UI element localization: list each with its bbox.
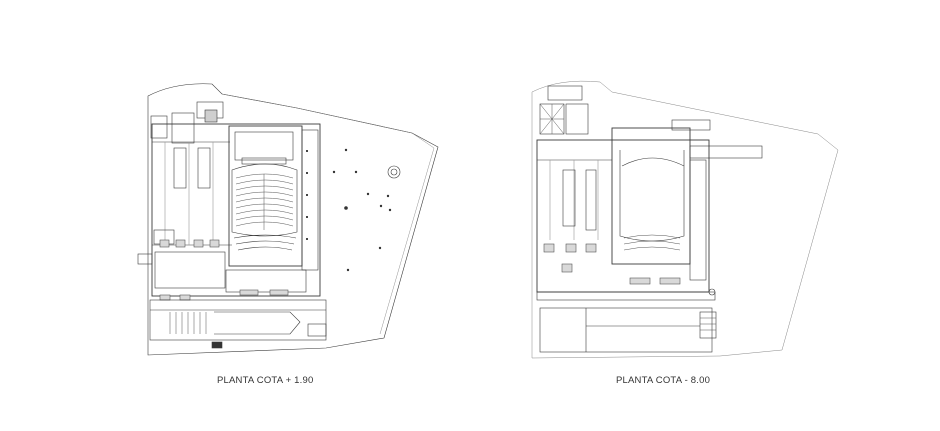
- basement: [539, 307, 713, 353]
- room: [173, 147, 187, 189]
- room: [585, 169, 597, 231]
- stair-treads: [700, 317, 716, 331]
- auditorium-shell: [619, 150, 685, 242]
- plaza-features: [332, 148, 392, 272]
- stair-spiral: [539, 103, 565, 135]
- plan-cota-plus-1-90: [137, 83, 439, 356]
- east-arm: [689, 145, 763, 159]
- top-room: [565, 103, 589, 135]
- bottom-band: [149, 299, 327, 341]
- stage-curve: [621, 157, 685, 167]
- top-stair: [204, 109, 218, 123]
- fountain-inner: [390, 168, 398, 176]
- top-right-block: [671, 119, 711, 131]
- seating-rows: [235, 173, 294, 230]
- lobby: [154, 251, 226, 289]
- top-side-room-2: [171, 112, 195, 144]
- site-boundary: [531, 80, 839, 359]
- top-side-room: [150, 115, 168, 139]
- stage: [234, 131, 294, 161]
- room: [562, 169, 576, 227]
- top-block: [547, 85, 583, 101]
- main-block: [151, 123, 321, 297]
- ramp: [214, 311, 301, 335]
- plan-cota-minus-8-00: [531, 80, 839, 359]
- stair-treads: [169, 312, 207, 334]
- east-strip: [689, 159, 707, 281]
- balcony-rows: [233, 234, 297, 251]
- seating-outline: [231, 163, 298, 237]
- dots: [306, 150, 308, 240]
- room: [197, 147, 211, 189]
- hatched-rooms: [543, 243, 681, 285]
- column-mark: [708, 288, 716, 296]
- stage-front: [241, 157, 287, 165]
- seating-rows: [623, 234, 681, 251]
- stair-left: [137, 253, 153, 265]
- auditorium-box: [228, 125, 303, 267]
- bottom-dark: [211, 341, 223, 349]
- lower-room: [225, 269, 307, 293]
- plan-caption-upper-level: PLANTA COTA + 1.90: [217, 375, 314, 386]
- bottom-room: [307, 323, 327, 337]
- plan-caption-lower-level: PLANTA COTA - 8.00: [616, 375, 711, 386]
- site-boundary-inner: [221, 93, 435, 335]
- fountain: [387, 165, 401, 179]
- site-boundary: [147, 83, 439, 356]
- basement-stair: [699, 311, 717, 339]
- side-strip: [301, 129, 319, 271]
- hatched-rooms: [159, 239, 289, 301]
- lower-band: [536, 291, 716, 301]
